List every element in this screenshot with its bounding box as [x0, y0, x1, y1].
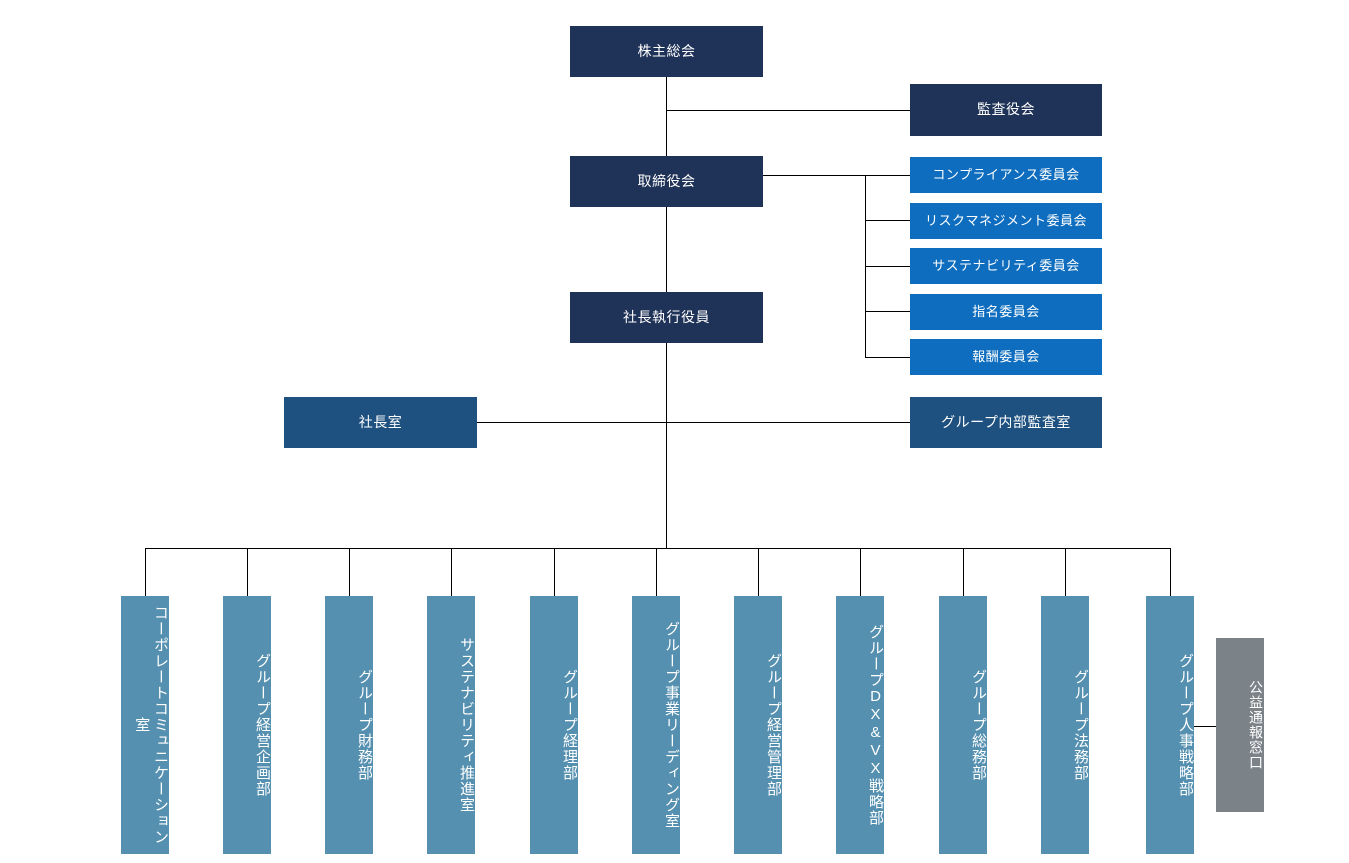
department-drop-2	[247, 548, 248, 596]
department-drop-9	[963, 548, 964, 596]
department-drop-6	[656, 548, 657, 596]
node-presidents-office[interactable]: 社長室	[284, 397, 477, 448]
node-audit-board[interactable]: 監査役会	[910, 84, 1102, 136]
connector-committee-2	[865, 220, 910, 221]
department-drop-11	[1170, 548, 1171, 596]
connector-committee-1	[865, 175, 910, 176]
connector-committee-5	[865, 357, 910, 358]
department-drop-10	[1065, 548, 1066, 596]
connector-board-to-committee-trunk	[763, 175, 866, 176]
node-committee-risk-management[interactable]: リスクマネジメント委員会	[910, 203, 1102, 239]
node-department-group-hr-strategy[interactable]: グループ人事戦略部	[1146, 596, 1194, 854]
node-department-sustainability-promotion[interactable]: サステナビリティ推進室	[427, 596, 475, 854]
node-committee-nomination[interactable]: 指名委員会	[910, 294, 1102, 330]
node-department-group-dx-vx-strategy[interactable]: グループDX&VX戦略部	[836, 596, 884, 854]
department-bus-line	[145, 548, 1171, 549]
node-department-group-finance[interactable]: グループ財務部	[325, 596, 373, 854]
node-department-group-legal-affairs[interactable]: グループ法務部	[1041, 596, 1089, 854]
connector-staff-row	[477, 422, 910, 423]
node-department-group-general-affairs[interactable]: グループ総務部	[939, 596, 987, 854]
department-drop-1	[145, 548, 146, 596]
node-department-group-management-control[interactable]: グループ経営管理部	[734, 596, 782, 854]
node-department-group-management-planning[interactable]: グループ経営企画部	[223, 596, 271, 854]
node-department-group-accounting[interactable]: グループ経理部	[530, 596, 578, 854]
node-committee-compliance[interactable]: コンプライアンス委員会	[910, 157, 1102, 193]
connector-hr-to-whistleblower	[1194, 726, 1216, 727]
node-committee-compensation[interactable]: 報酬委員会	[910, 339, 1102, 375]
node-group-internal-audit-office[interactable]: グループ内部監査室	[910, 397, 1102, 448]
connector-committee-3	[865, 266, 910, 267]
node-whistleblower-contact[interactable]: 公益通報窓口	[1216, 638, 1264, 812]
department-drop-8	[860, 548, 861, 596]
node-president-executive-officer[interactable]: 社長執行役員	[570, 292, 763, 343]
connector-shareholders-to-audit-board	[666, 110, 910, 111]
connector-committee-4	[865, 311, 910, 312]
department-drop-5	[554, 548, 555, 596]
node-committee-sustainability[interactable]: サステナビリティ委員会	[910, 248, 1102, 284]
department-drop-7	[758, 548, 759, 596]
connector-president-to-departments	[666, 343, 667, 549]
node-board-of-directors[interactable]: 取締役会	[570, 156, 763, 207]
node-department-corporate-communication[interactable]: コーポレートコミュニケーション室	[121, 596, 169, 854]
node-department-group-business-leading[interactable]: グループ事業リーディング室	[632, 596, 680, 854]
connector-board-to-president	[666, 207, 667, 292]
connector-shareholders-to-board	[666, 77, 667, 156]
department-drop-3	[349, 548, 350, 596]
node-shareholders-meeting[interactable]: 株主総会	[570, 26, 763, 77]
department-drop-4	[451, 548, 452, 596]
